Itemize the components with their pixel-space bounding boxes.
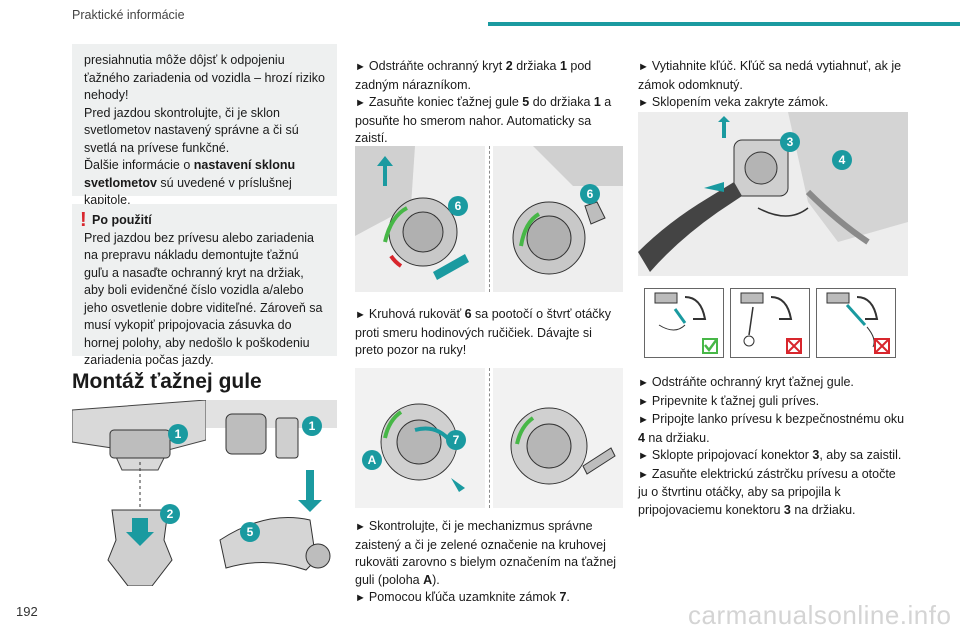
warning-line3: Ďalšie informácie o nastavení sklonu sve…	[84, 158, 296, 207]
illustration-remove-cover	[72, 400, 206, 586]
header-title: Praktické informácie	[72, 8, 185, 22]
col2-steps-1-2: ►Odstráňte ochranný kryt 2 držiaka 1 pod…	[355, 59, 612, 145]
panel-correct	[644, 288, 724, 358]
after-use-title: Po použití	[92, 213, 152, 227]
after-use-box: ! Po použití Pred jazdou bez prívesu ale…	[72, 204, 337, 367]
illustration-lock-right	[493, 368, 623, 508]
callout-6b: 6	[580, 184, 600, 204]
header-accent-bar	[488, 22, 960, 26]
section-heading: Montáž ťažnej gule	[72, 370, 262, 393]
callout-1: 1	[168, 424, 188, 444]
illustration-handle-rotate-right	[493, 146, 623, 292]
callout-5: 5	[240, 522, 260, 542]
callout-3: 3	[780, 132, 800, 152]
callout-1b: 1	[302, 416, 322, 436]
exclamation-icon: !	[80, 209, 87, 231]
illustration-connector	[638, 112, 908, 276]
callout-6: 6	[448, 196, 468, 216]
panel-wrong-2	[816, 288, 896, 358]
col3-steps-1-2: ►Vytiahnite kľúč. Kľúč sa nedá vytiahnuť…	[638, 59, 902, 109]
callout-A: A	[362, 450, 382, 470]
callout-7: 7	[446, 430, 466, 450]
page-number: 192	[16, 604, 38, 619]
warning-line1: presiahnutia môže dôjsť k odpojeniu ťažn…	[84, 53, 325, 102]
col3-steps-3-7: ►Odstráňte ochranný kryt ťažnej gule. ►P…	[638, 375, 905, 517]
col2-steps-4-5: ►Skontrolujte, či je mechanizmus správne…	[355, 519, 617, 604]
panel-wrong-1	[730, 288, 810, 358]
illustration-insert-ball	[206, 400, 337, 571]
callout-4: 4	[832, 150, 852, 170]
watermark: carmanualsonline.info	[688, 600, 952, 630]
illustration-handle-rotate-left	[355, 146, 485, 292]
divider-col2-a	[489, 146, 490, 292]
col2-step-3: ►Kruhová rukoväť 6 sa pootočí o štvrť ot…	[355, 307, 612, 357]
divider-col2-b	[489, 368, 490, 508]
warning-line2: Pred jazdou skontrolujte, či je sklon sv…	[84, 105, 299, 155]
warning-box: presiahnutia môže dôjsť k odpojeniu ťažn…	[72, 44, 337, 207]
callout-2: 2	[160, 504, 180, 524]
after-use-text: Pred jazdou bez prívesu alebo zariadenia…	[84, 230, 323, 368]
